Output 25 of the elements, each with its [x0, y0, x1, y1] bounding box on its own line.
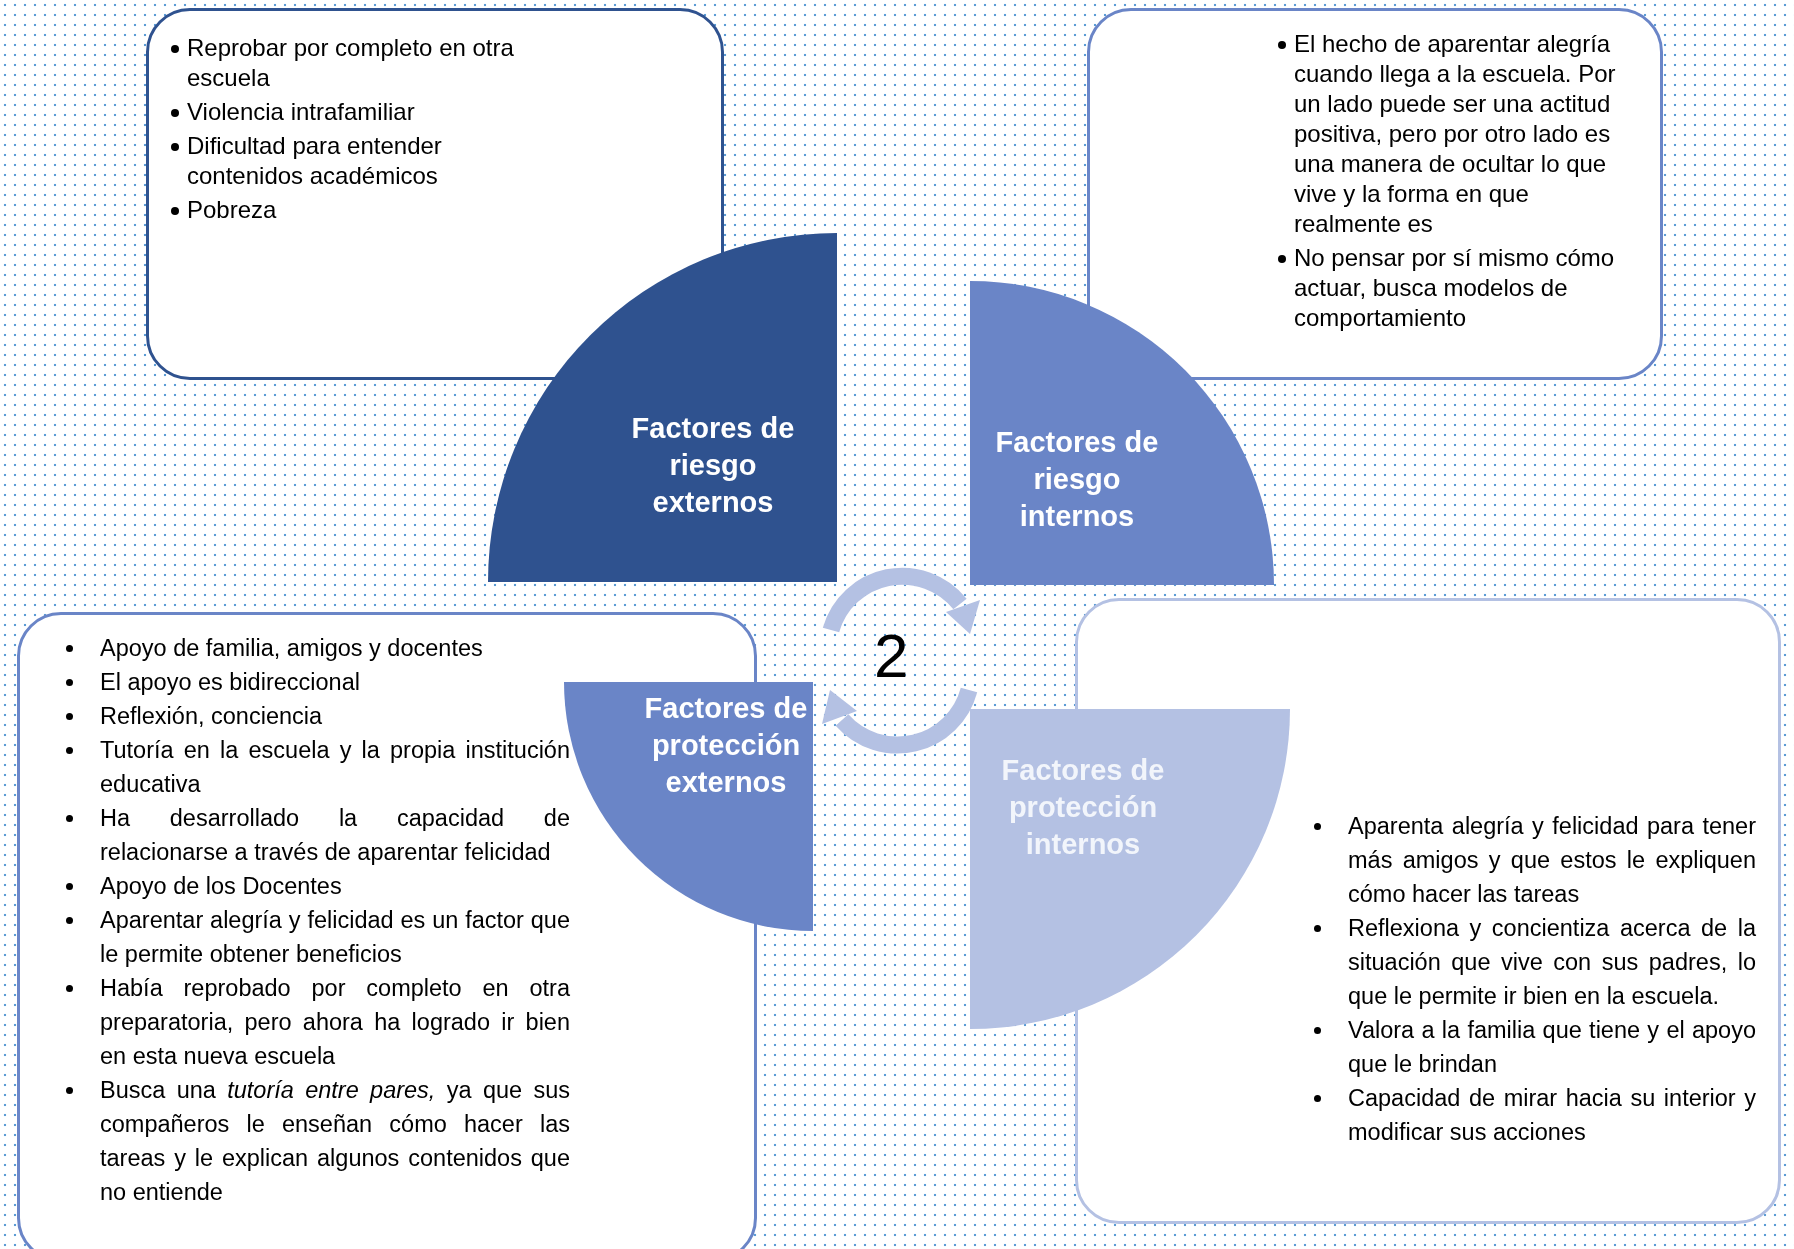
bullet-item: No pensar por sí mismo cómo actuar, busca modelos de comportamiento [1294, 243, 1616, 333]
bullet-item: Apoyo de familia, amigos y docentes [100, 634, 484, 663]
quadrant-title: Factores de protección internos [1000, 753, 1166, 862]
cycle-number: 2 [874, 620, 909, 691]
bullet-item: Busca una tutoría entre pares, ya que sus compañeros le enseñan cómo hacer las tareas y le explican algunos contenidos que no entiende [100, 1076, 570, 1207]
bullet-item: Valora a la familia que tiene y el apoyo que le brindan [1348, 1016, 1756, 1079]
bullet-item: Aparentar alegría y felicidad es un factor que le permite obtener beneficios [100, 906, 570, 969]
bullet-item: Aparenta alegría y felicidad para tener más amigos y que estos le expliquen cómo hacer las tareas [1348, 812, 1756, 909]
bullet-item: El hecho de aparentar alegría cuando llega a la escuela. Por un lado puede ser una actitud positiva, pero por otro lado es una manera de ocultar lo que vive y la forma en que realmente es [1294, 29, 1617, 239]
bullet-item: Pobreza [187, 195, 278, 225]
bullet-item: Dificultad para entender contenidos académicos [187, 131, 443, 191]
bullet-item: Reflexiona y concientiza acerca de la situación que vive con sus padres, lo que le permite ir bien en la escuela. [1348, 914, 1756, 1011]
bullet-item: Ha desarrollado la capacidad de relacionarse a través de aparentar felicidad [100, 804, 570, 867]
quadrant-title: Factores de protección externos [643, 691, 809, 800]
bullet-item: El apoyo es bidireccional [100, 668, 361, 697]
bullet-item: Violencia intrafamiliar [187, 97, 416, 127]
quadrant-title: Factores de riesgo externos [630, 411, 796, 520]
bullet-item: Tutoría en la escuela y la propia institución educativa [100, 736, 570, 799]
bullet-item: Reprobar por completo en otra escuela [187, 33, 515, 93]
text-box [146, 8, 724, 380]
text-box [1087, 8, 1663, 380]
quadrant-title: Factores de riesgo internos [994, 425, 1160, 534]
bullet-item: Reflexión, conciencia [100, 702, 324, 731]
bullet-item: Apoyo de los Docentes [100, 872, 343, 901]
bullet-item: Capacidad de mirar hacia su interior y modificar sus acciones [1348, 1084, 1756, 1147]
